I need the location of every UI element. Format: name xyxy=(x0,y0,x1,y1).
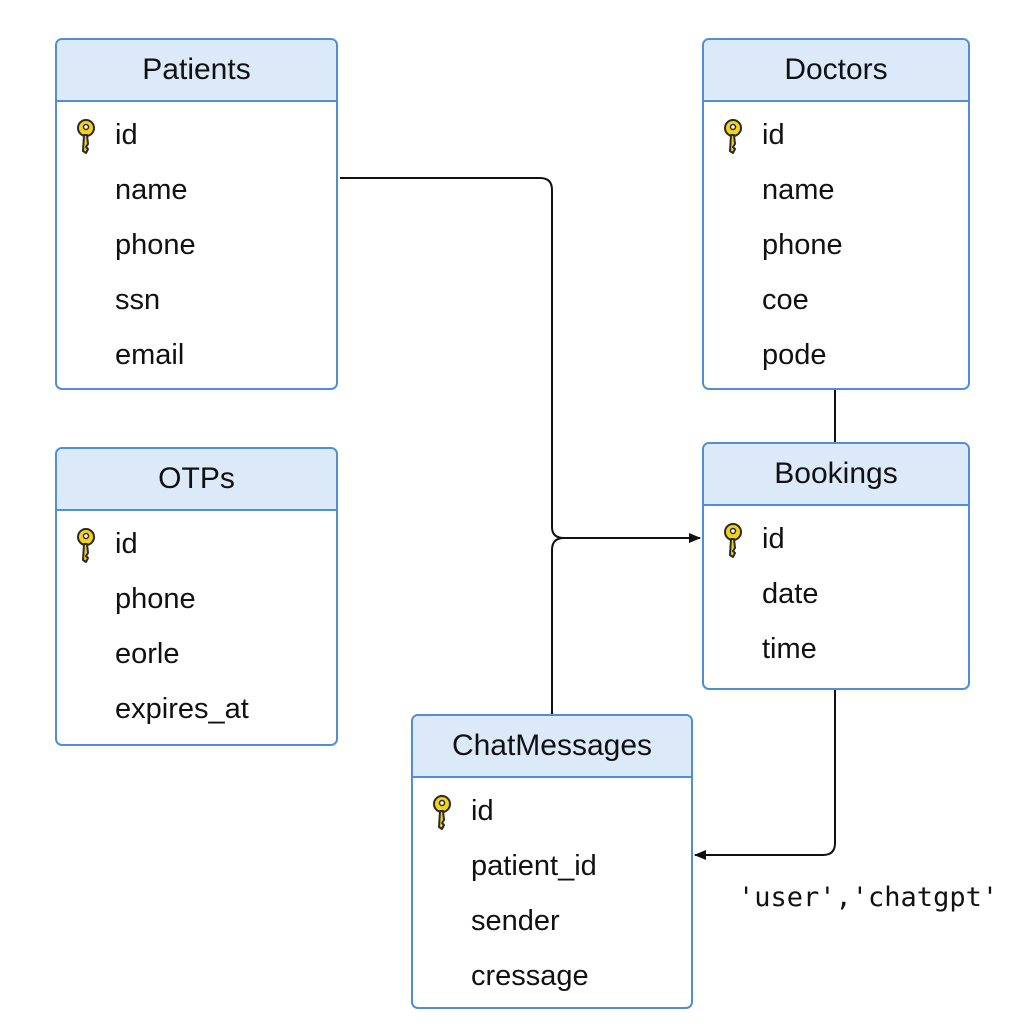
otps-field-label: eorle xyxy=(115,638,180,670)
key-icon xyxy=(433,794,451,830)
patients-field-label: id xyxy=(115,119,138,151)
doctors-field-label: pode xyxy=(762,339,827,371)
sender-values-annotation: 'user','chatgpt' xyxy=(738,882,999,913)
key-icon xyxy=(724,118,742,154)
otps-field-expires-at: expires_at xyxy=(57,682,336,737)
chatmessages-field-label: id xyxy=(471,795,494,827)
chatmessages-field-patient-id: patient_id xyxy=(413,839,691,894)
patients-field-label: email xyxy=(115,339,185,371)
bookings-table-title: Bookings xyxy=(704,444,968,506)
doctors-field-label: name xyxy=(762,174,835,206)
chatmessages-field-sender: sender xyxy=(413,894,691,949)
chatmessages-table[interactable]: ChatMessages id patient_id sender cressa… xyxy=(411,714,693,1009)
otps-field-eorle: eorle xyxy=(57,627,336,682)
key-icon xyxy=(77,527,95,563)
patients-field-name: name xyxy=(57,163,336,218)
doctors-table[interactable]: Doctors id name phone coe pode xyxy=(702,38,970,390)
bookings-to-chatmessages-connector xyxy=(694,690,836,860)
patients-table[interactable]: Patients id name phone ssn email xyxy=(55,38,338,390)
otps-field-label: expires_at xyxy=(115,693,249,725)
otps-table[interactable]: OTPs id phone eorle expires_at xyxy=(55,447,338,746)
bookings-field-time: time xyxy=(704,622,968,677)
chatmessages-to-bookings-connector xyxy=(551,537,565,714)
bookings-table[interactable]: Bookings id date time xyxy=(702,442,970,690)
patients-field-email: email xyxy=(57,328,336,383)
patients-to-bookings-connector xyxy=(340,177,701,543)
chatmessages-field-label: sender xyxy=(471,905,560,937)
patients-table-title: Patients xyxy=(57,40,336,102)
otps-field-label: id xyxy=(115,528,138,560)
chatmessages-field-label: cressage xyxy=(471,960,589,992)
otps-table-title: OTPs xyxy=(57,449,336,511)
bookings-field-date: date xyxy=(704,567,968,622)
key-icon xyxy=(77,118,95,154)
doctors-field-coe: coe xyxy=(704,273,968,328)
doctors-field-label: coe xyxy=(762,284,809,316)
otps-field-label: phone xyxy=(115,583,196,615)
doctors-field-name: name xyxy=(704,163,968,218)
otps-field-phone: phone xyxy=(57,572,336,627)
chatmessages-field-cressage: cressage xyxy=(413,949,691,1004)
bookings-field-id: id xyxy=(704,512,968,567)
chatmessages-field-label: patient_id xyxy=(471,850,597,882)
otps-field-id: id xyxy=(57,517,336,572)
doctors-field-label: phone xyxy=(762,229,843,261)
key-icon xyxy=(724,522,742,558)
doctors-table-title: Doctors xyxy=(704,40,968,102)
patients-field-phone: phone xyxy=(57,218,336,273)
bookings-field-label: id xyxy=(762,523,785,555)
chatmessages-field-id: id xyxy=(413,784,691,839)
patients-field-label: ssn xyxy=(115,284,161,316)
patients-field-id: id xyxy=(57,108,336,163)
doctors-field-phone: phone xyxy=(704,218,968,273)
patients-field-ssn: ssn xyxy=(57,273,336,328)
doctors-field-id: id xyxy=(704,108,968,163)
chatmessages-table-title: ChatMessages xyxy=(413,716,691,778)
bookings-field-label: time xyxy=(762,633,817,665)
bookings-field-label: date xyxy=(762,578,819,610)
doctors-field-pode: pode xyxy=(704,328,968,383)
patients-field-label: name xyxy=(115,174,188,206)
doctors-field-label: id xyxy=(762,119,785,151)
patients-field-label: phone xyxy=(115,229,196,261)
